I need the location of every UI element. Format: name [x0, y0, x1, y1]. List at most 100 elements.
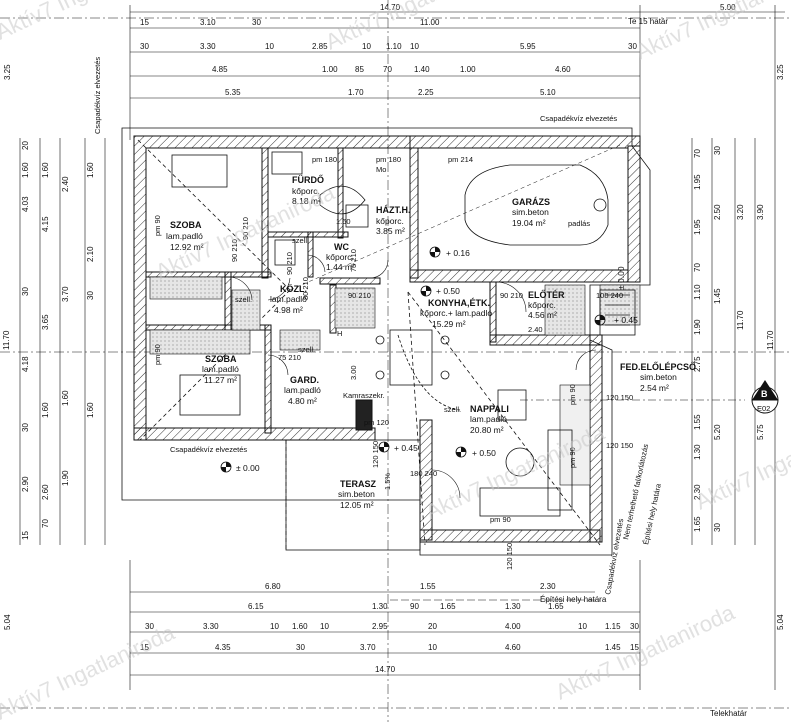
svg-text:6.15: 6.15	[248, 602, 264, 611]
svg-text:Aktív7 Ingatlaniroda: Aktív7 Ingatlaniroda	[632, 0, 791, 65]
svg-text:12.92 m²: 12.92 m²	[170, 242, 204, 252]
svg-text:SZOBA: SZOBA	[205, 354, 237, 364]
svg-text:2.90: 2.90	[21, 476, 30, 492]
top-dimensions	[0, 5, 791, 690]
svg-text:15: 15	[21, 531, 30, 540]
opening-labels: pm 180 pm 180 pm 214 pm 90 pm 90 pm 90 p…	[153, 155, 577, 524]
room-labels: SZOBA lam.padló 12.92 m² FÜRDŐ kőporc. 8…	[166, 174, 696, 510]
svg-text:1.45: 1.45	[713, 288, 722, 304]
svg-text:3.10: 3.10	[200, 18, 216, 27]
svg-text:1.5%: 1.5%	[383, 473, 392, 490]
svg-text:12.05 m²: 12.05 m²	[340, 500, 374, 510]
svg-text:70: 70	[383, 65, 392, 74]
svg-text:Aktív7 Ingatlaniroda: Aktív7 Ingatlaniroda	[0, 0, 179, 45]
svg-text:10: 10	[270, 622, 279, 631]
svg-text:pm 90: pm 90	[568, 447, 577, 468]
svg-text:15: 15	[140, 18, 149, 27]
dining-table-icon	[389, 329, 433, 386]
room-szoba-1: SZOBA lam.padló 12.92 m²	[166, 220, 204, 252]
svg-text:lam.padló: lam.padló	[202, 364, 239, 374]
svg-text:4.56 m²: 4.56 m²	[528, 310, 557, 320]
svg-text:FED.ELŐLÉPCSŐ: FED.ELŐLÉPCSŐ	[620, 361, 696, 372]
svg-text:1.60: 1.60	[292, 622, 308, 631]
right-dimension-texts: 11.70 70 1.95 1.95 70 1.10 1.90 2.75 1.5…	[693, 146, 775, 532]
exterior-walls	[133, 135, 641, 543]
svg-text:sim.beton: sim.beton	[338, 489, 375, 499]
svg-text:90 210: 90 210	[241, 217, 250, 240]
svg-text:3.30: 3.30	[200, 42, 216, 51]
svg-text:4.03: 4.03	[21, 196, 30, 212]
svg-text:lam.padló: lam.padló	[270, 294, 307, 304]
svg-text:2.40: 2.40	[61, 176, 70, 192]
svg-text:pm 90: pm 90	[490, 515, 511, 524]
svg-text:pm 180: pm 180	[376, 155, 401, 164]
svg-text:2.25: 2.25	[418, 88, 434, 97]
svg-text:3.90: 3.90	[756, 204, 765, 220]
svg-text:4.15: 4.15	[41, 216, 50, 232]
svg-text:4.18: 4.18	[21, 356, 30, 372]
svg-text:pm 214: pm 214	[448, 155, 473, 164]
svg-text:NAPPALI: NAPPALI	[470, 404, 509, 414]
svg-text:10: 10	[265, 42, 274, 51]
svg-text:TERASZ: TERASZ	[340, 479, 377, 489]
svg-text:3.00: 3.00	[349, 365, 358, 380]
svg-text:kőporc.: kőporc.	[528, 300, 556, 310]
svg-text:1.95: 1.95	[693, 174, 702, 190]
svg-text:Kamraszekr.: Kamraszekr.	[343, 391, 385, 400]
svg-text:20.80 m²: 20.80 m²	[470, 425, 504, 435]
svg-text:30: 30	[21, 287, 30, 296]
svg-text:+ 0.45: + 0.45	[614, 315, 638, 325]
room-terasz: TERASZ sim.beton 12.05 m²	[338, 479, 377, 510]
sofa-icon	[479, 487, 561, 517]
svg-text:1.90: 1.90	[61, 470, 70, 486]
room-fed-elolepcso: FED.ELŐLÉPCSŐ sim.beton 2.54 m²	[620, 361, 696, 393]
svg-text:1.60: 1.60	[41, 162, 50, 178]
svg-text:3.70: 3.70	[61, 286, 70, 302]
svg-text:FÜRDŐ: FÜRDŐ	[292, 174, 324, 185]
svg-text:Aktív7 Ingatlaniroda: Aktív7 Ingatlaniroda	[692, 409, 791, 514]
svg-text:pm 120: pm 120	[364, 418, 389, 427]
sink-icon	[345, 204, 369, 228]
section-ref: E02	[757, 404, 770, 413]
svg-text:30: 30	[145, 622, 154, 631]
shower-icon	[274, 239, 296, 266]
svg-text:kőporc.: kőporc.	[292, 186, 320, 196]
svg-text:1.65: 1.65	[693, 516, 702, 532]
svg-text:1.60: 1.60	[61, 390, 70, 406]
room-eloter: ELŐTÉR kőporc. 4.56 m²	[528, 289, 565, 320]
svg-text:1.44 m²: 1.44 m²	[326, 262, 355, 272]
car-icon	[464, 164, 609, 246]
svg-text:1.65: 1.65	[440, 602, 456, 611]
svg-text:KÖZL.: KÖZL.	[280, 284, 307, 294]
svg-text:15.29 m²: 15.29 m²	[432, 319, 466, 329]
room-garazs: GARÁZS sim.beton 19.04 m²	[512, 197, 550, 228]
svg-text:30: 30	[296, 643, 305, 652]
armchair-icon	[497, 389, 527, 421]
left-dimension-texts: 11.70 20 1.60 4.03 30 4.18 30 2.90 15 1.…	[2, 141, 95, 540]
svg-text:2.95: 2.95	[372, 622, 388, 631]
svg-text:120 150: 120 150	[606, 441, 633, 450]
svg-text:10: 10	[320, 622, 329, 631]
svg-text:GARÁZS: GARÁZS	[512, 197, 550, 207]
level-marker-kitchen: + 0.50	[420, 285, 460, 297]
epitesi-hely-label: Építési hely határa	[540, 595, 607, 604]
level-marker-step: + 0.45	[594, 314, 638, 326]
svg-text:KONYHA,ÉTK.: KONYHA,ÉTK.	[428, 298, 490, 308]
right-dimensions	[691, 138, 756, 545]
svg-text:kőporc.: kőporc.	[326, 252, 354, 262]
svg-text:lam.padló: lam.padló	[166, 231, 203, 241]
svg-text:10: 10	[410, 42, 419, 51]
svg-text:1.70: 1.70	[348, 88, 364, 97]
svg-text:85: 85	[355, 65, 364, 74]
fixtures	[171, 151, 636, 517]
epitesi-hely-diag-label: Építési hely határa	[641, 482, 663, 545]
svg-text:1.60: 1.60	[41, 402, 50, 418]
gutter-right-diag-label: Csapadékvíz elvezetés	[603, 518, 625, 596]
svg-text:Mo: Mo	[376, 165, 386, 174]
corner-bath-icon	[319, 185, 366, 215]
svg-text:1.10: 1.10	[693, 284, 702, 300]
svg-text:± 0.00: ± 0.00	[616, 266, 626, 290]
svg-text:4.60: 4.60	[505, 643, 521, 652]
